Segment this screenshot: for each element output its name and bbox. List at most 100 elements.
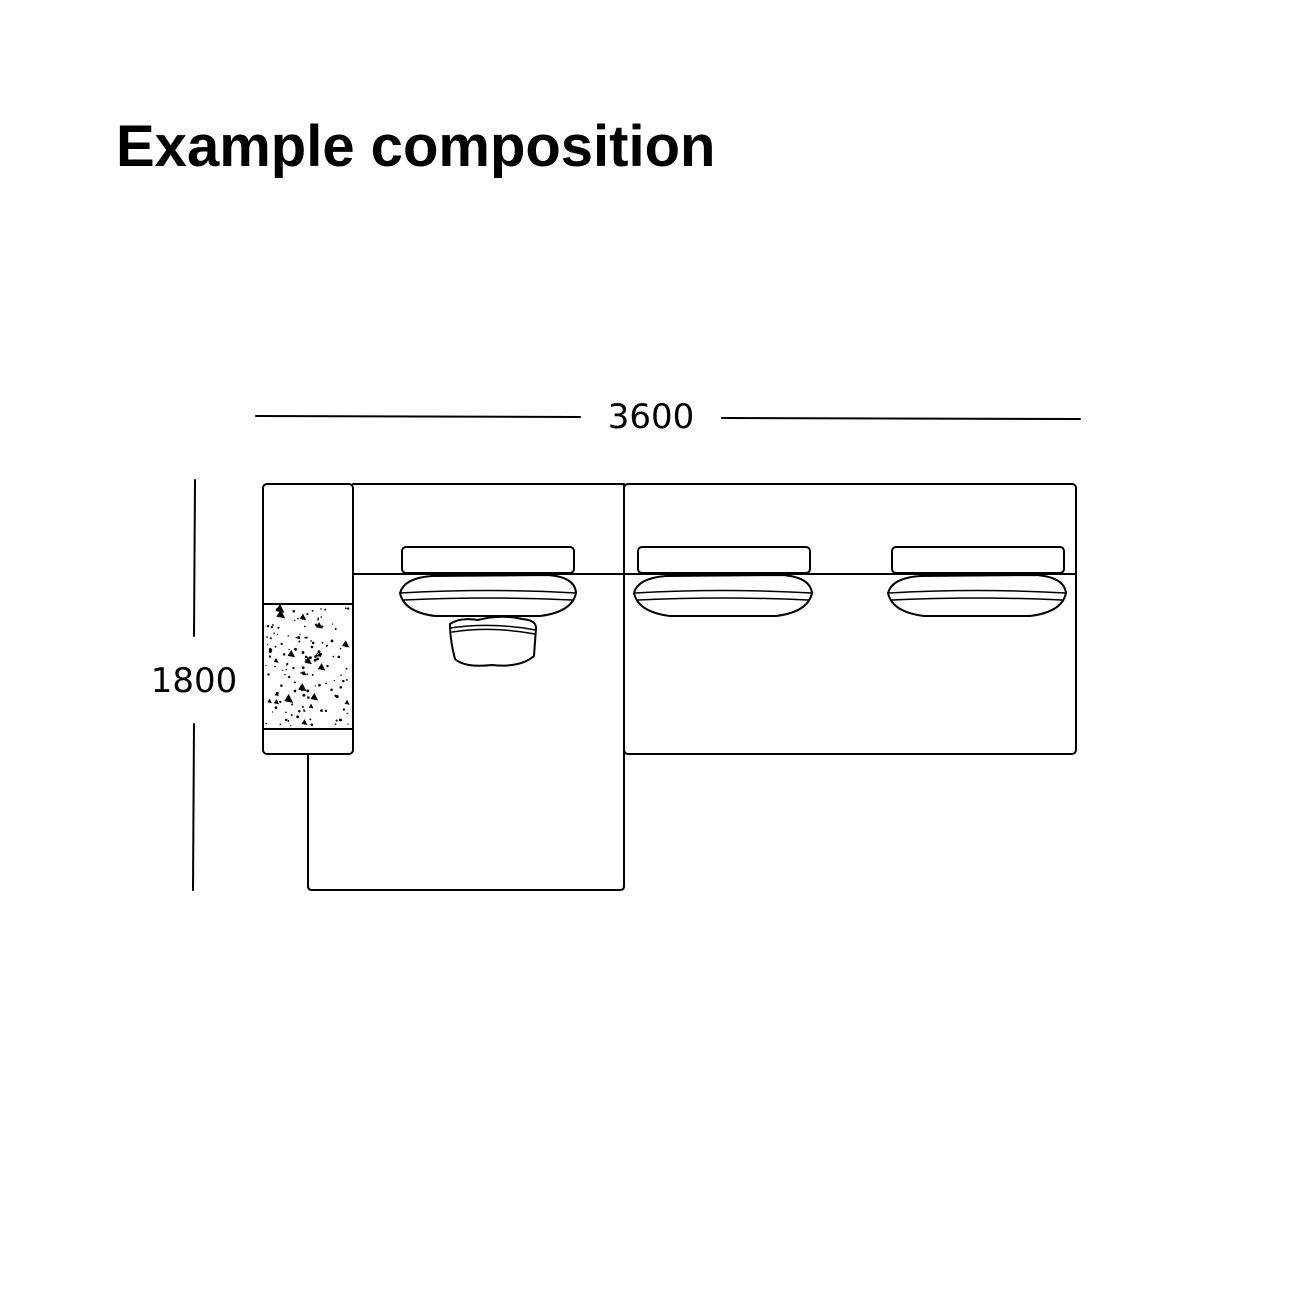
speckle-dot — [279, 723, 282, 726]
depth-dimension-line-top — [193, 479, 196, 637]
speckle-dot — [318, 683, 321, 687]
speckle-dot — [288, 648, 290, 651]
speckle-dot — [330, 688, 333, 692]
speckle-dot — [274, 645, 277, 648]
speckle-dot — [304, 656, 312, 665]
width-dimension-label: 3600 — [608, 397, 695, 437]
speckle-dot — [298, 640, 301, 643]
speckle-dot — [311, 609, 314, 612]
speckle-dot — [333, 679, 336, 682]
speckle-dot — [311, 641, 315, 645]
main-sofa-outline — [623, 483, 1077, 755]
speckle-dot — [290, 725, 292, 727]
speckle-dot — [275, 608, 279, 611]
speckle-dot — [301, 651, 305, 654]
main-sofa-module — [623, 483, 1077, 755]
speckle-dot — [267, 698, 272, 704]
speckle-dot — [310, 645, 314, 649]
speckle-dot — [316, 652, 322, 658]
speckle-dot — [315, 654, 318, 657]
speckle-dot — [300, 672, 303, 674]
width-dimension-line-left — [255, 415, 581, 418]
speckle-dot — [287, 635, 289, 637]
speckle-dot — [265, 722, 268, 725]
speckle-dot — [332, 655, 335, 658]
back-cushion-1 — [637, 546, 811, 574]
speckle-dot — [276, 609, 286, 619]
speckle-dot — [330, 639, 334, 643]
speckle-dot — [339, 647, 342, 650]
speckle-dot — [284, 694, 294, 703]
chaise-cushion-roll — [449, 615, 537, 667]
speckle-dot — [303, 709, 305, 711]
speckle-dot — [275, 691, 279, 695]
speckle-dot — [279, 611, 281, 614]
speckle-dot — [313, 658, 317, 662]
speckle-dot — [272, 624, 274, 626]
speckle-dot — [273, 657, 279, 663]
page-title: Example composition — [116, 114, 716, 179]
speckle-dot — [317, 663, 326, 671]
speckle-dot — [335, 695, 338, 698]
speckle-dot — [268, 648, 272, 651]
speckle-dot — [279, 700, 282, 704]
speckle-dot — [347, 607, 350, 610]
speckle-dot — [325, 682, 328, 685]
speckle-dot — [324, 709, 328, 713]
speckle-dot — [337, 655, 341, 659]
speckle-dot — [287, 649, 296, 658]
armrest-speckle-pattern — [265, 603, 350, 727]
depth-dimension-line-bottom — [192, 723, 195, 891]
speckle-dot — [301, 666, 305, 670]
speckle-dot — [316, 657, 320, 661]
speckle-dot — [266, 643, 269, 646]
speckle-dot — [314, 685, 316, 687]
speckle-dot — [342, 708, 346, 711]
speckle-dot — [315, 621, 323, 629]
speckle-dot — [309, 718, 312, 721]
speckle-dot — [297, 636, 301, 639]
speckle-dot — [304, 659, 307, 661]
pillow-1 — [633, 574, 813, 617]
speckle-dot — [295, 636, 298, 639]
depth-dimension-label: 1800 — [151, 661, 238, 701]
speckle-dot — [292, 609, 296, 613]
back-cushion-2 — [891, 546, 1065, 574]
speckle-dot — [345, 667, 348, 670]
speckle-dot — [301, 690, 303, 692]
speckle-dot — [331, 623, 333, 625]
speckle-dot — [321, 641, 324, 644]
speckle-dot — [317, 617, 320, 619]
speckle-dot — [274, 665, 276, 668]
speckle-dot — [306, 673, 309, 676]
chaise-back-cushion — [401, 546, 575, 574]
speckle-dot — [277, 626, 280, 629]
speckle-dot — [324, 608, 327, 611]
speckle-dot — [265, 664, 267, 667]
chaise-module — [307, 483, 625, 891]
speckle-dot — [326, 664, 329, 668]
width-dimension: 3600 — [255, 397, 1081, 437]
speckle-dot — [320, 709, 323, 712]
speckle-dot — [340, 674, 342, 676]
speckle-dot — [339, 686, 343, 689]
speckle-dot — [293, 619, 296, 622]
speckle-dot — [342, 679, 345, 683]
speckle-dot — [335, 719, 338, 722]
speckle-dot — [317, 650, 321, 654]
chaise-pillow — [399, 574, 577, 617]
width-dimension-line-right — [721, 417, 1081, 420]
speckle-dot — [293, 689, 297, 693]
speckle-dot — [284, 673, 286, 676]
speckle-dot — [267, 673, 270, 676]
speckle-dot — [291, 703, 294, 706]
speckle-dot — [310, 692, 319, 701]
speckle-dot — [298, 682, 307, 692]
speckle-dot — [305, 636, 308, 639]
speckle-dot — [302, 693, 306, 697]
speckle-dot — [301, 705, 304, 708]
speckle-dot — [334, 723, 337, 725]
speckle-dot — [320, 608, 322, 610]
speckle-dot — [316, 652, 319, 655]
speckle-dot — [306, 689, 310, 693]
